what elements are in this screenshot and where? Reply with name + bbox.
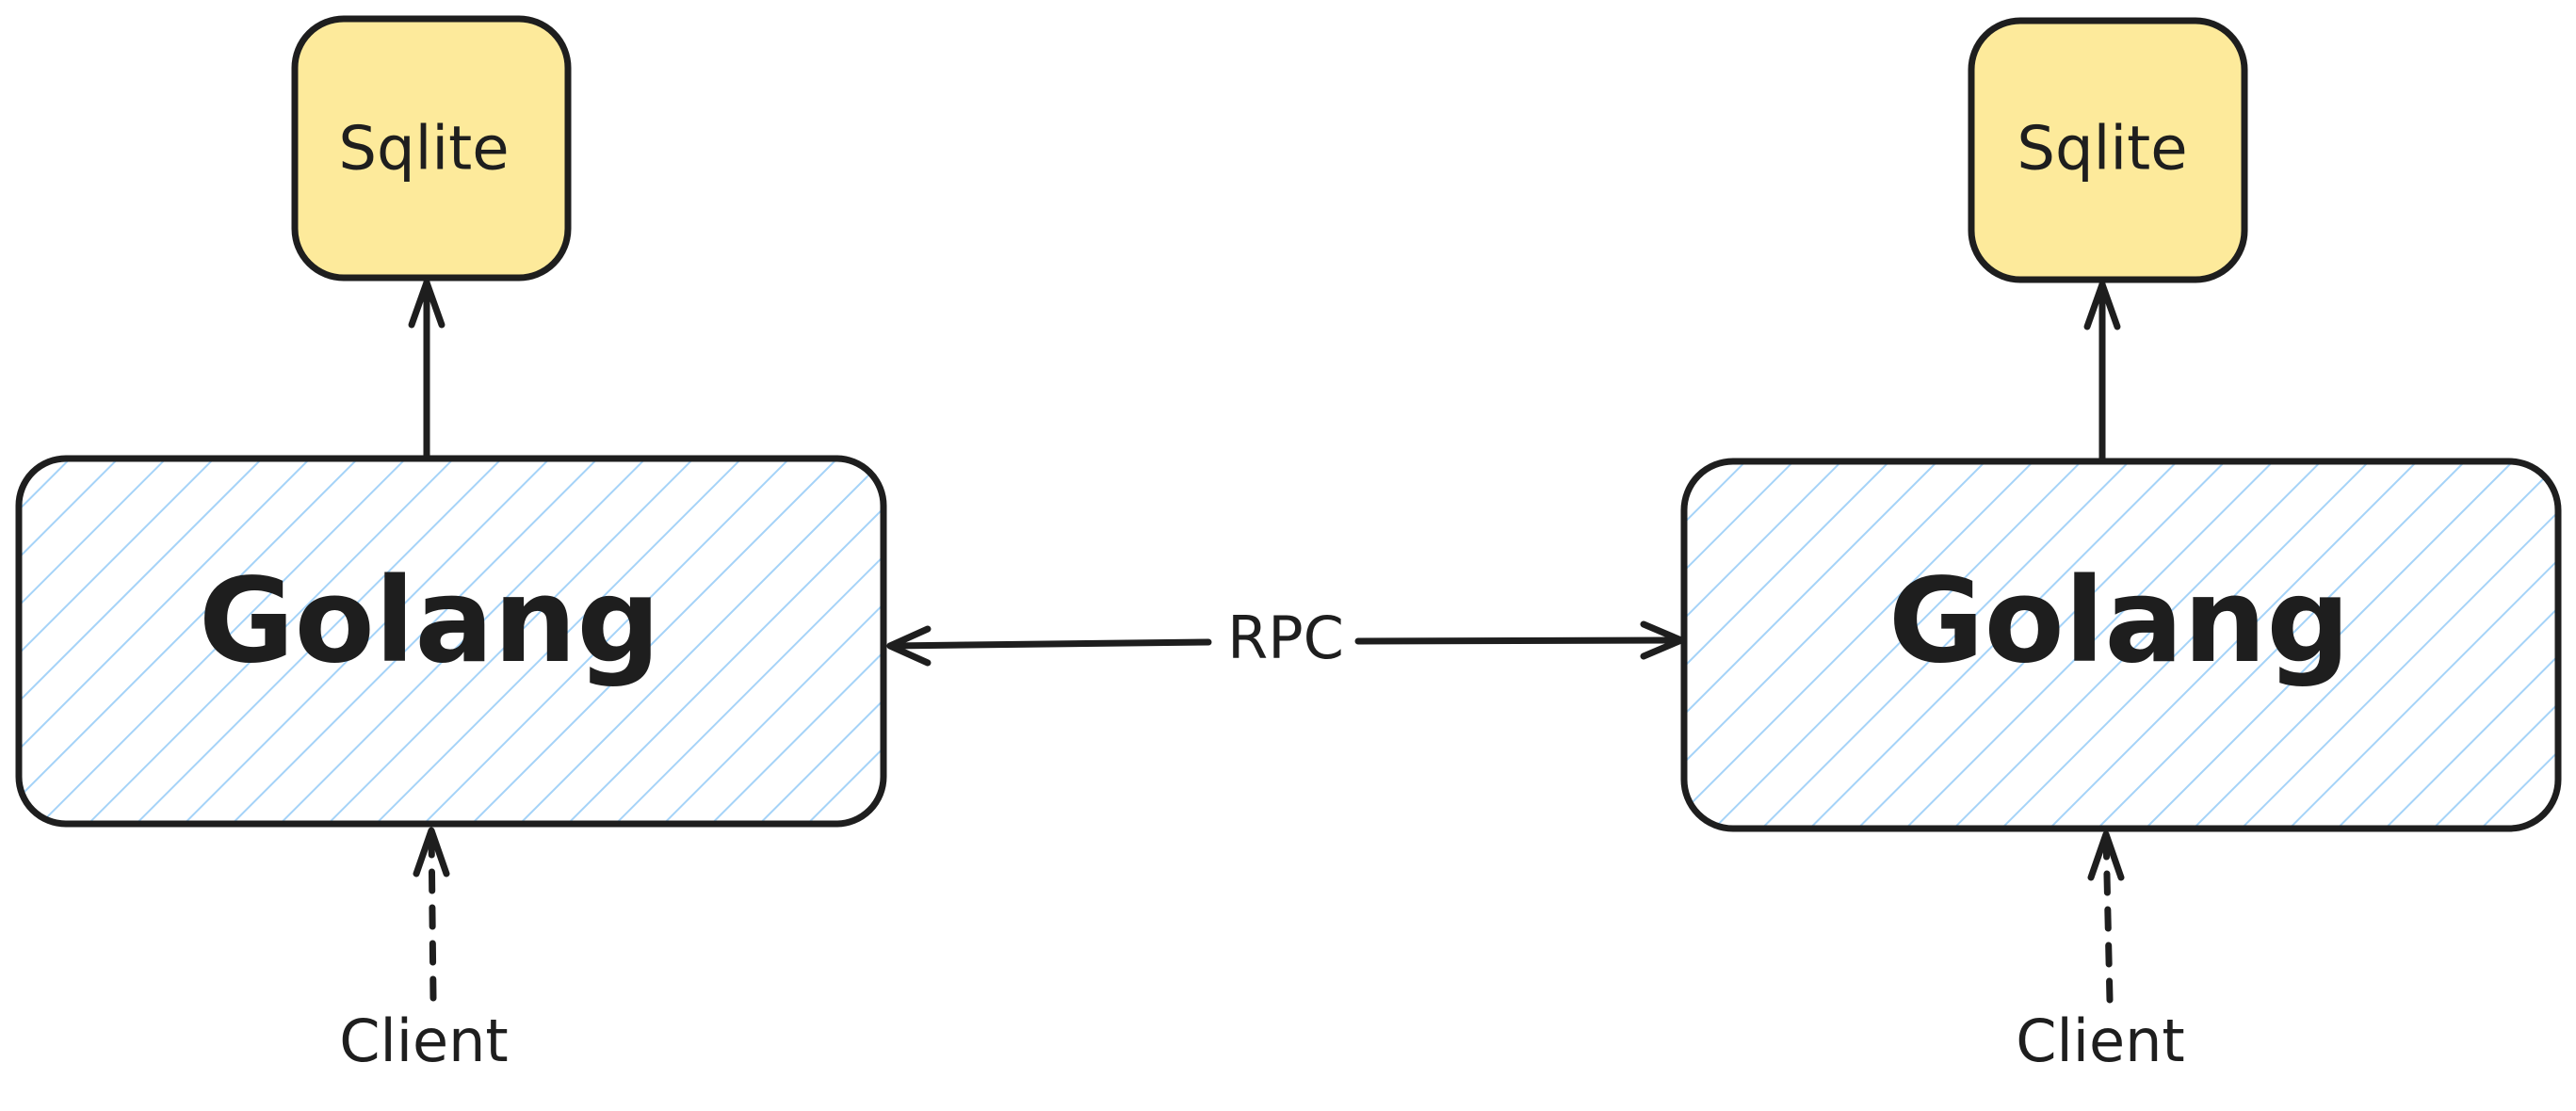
arrow-client-to-golang-right[interactable] [2087,830,2125,1004]
golang-label-right: Golang [1888,554,2350,689]
arrow-golang-to-sqlite-left[interactable] [408,279,446,462]
golang-node-right[interactable]: Golang [1680,458,2562,832]
sqlite-node-left[interactable]: Sqlite [291,15,572,282]
golang-node-left[interactable]: Golang [15,455,887,828]
arrow-client-to-golang-left[interactable] [413,827,450,1002]
arrow-golang-to-sqlite-right[interactable] [2083,281,2121,465]
rpc-arrow[interactable]: RPC [886,604,1685,672]
sqlite-node-right[interactable]: Sqlite [1968,17,2248,283]
sqlite-label-right: Sqlite [2017,115,2187,185]
sqlite-label-left: Sqlite [338,115,509,185]
golang-label-left: Golang [199,554,660,689]
client-label-left[interactable]: Client [339,1006,509,1075]
rpc-label: RPC [1227,604,1344,672]
client-label-right[interactable]: Client [2016,1006,2185,1075]
